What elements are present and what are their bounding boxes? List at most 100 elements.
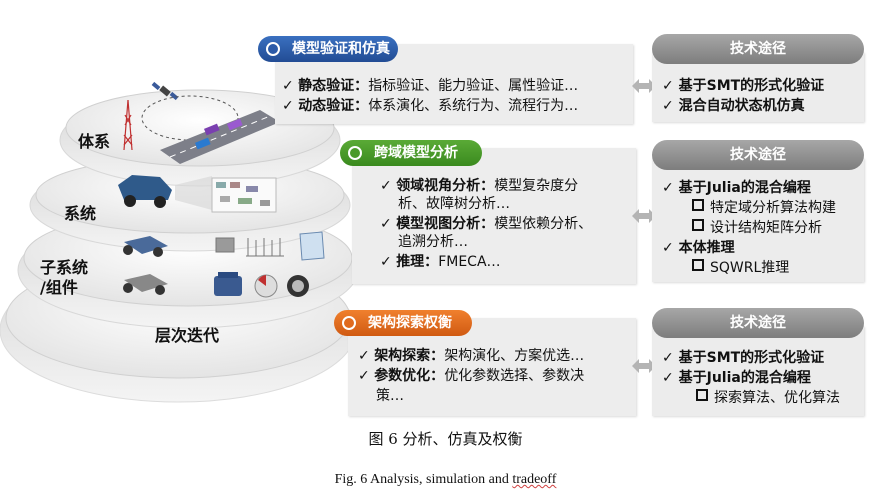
double-arrow-icon bbox=[632, 359, 656, 373]
tech-line: 设计结构矩阵分析 bbox=[692, 218, 822, 238]
square-bullet-icon bbox=[692, 259, 704, 271]
satellite-icon bbox=[151, 81, 179, 101]
line-bold: 模型视图分析： bbox=[396, 216, 495, 232]
section-panel-crossdomain bbox=[352, 148, 636, 284]
tech-panel-tradeoff bbox=[652, 326, 864, 416]
line-text: 优化参数选择、参数决 bbox=[444, 368, 585, 384]
section-line: ✓ 推理：FMECA… bbox=[380, 252, 501, 272]
check-icon: ✓ bbox=[380, 216, 392, 232]
figure-caption-en: Fig. 6 Analysis, simulation and tradeoff bbox=[0, 472, 891, 488]
tech-line-text: 基于Julia的混合编程 bbox=[678, 370, 811, 386]
line-text: 追溯分析… bbox=[398, 234, 468, 250]
parts-icon bbox=[215, 237, 284, 257]
door-icon bbox=[299, 231, 325, 261]
chassis-icon bbox=[123, 236, 168, 295]
check-icon: ✓ bbox=[662, 370, 674, 386]
section-title-text: 架构探索权衡 bbox=[368, 315, 452, 331]
check-icon: ✓ bbox=[662, 180, 674, 196]
tech-line: ✓ 混合自动状态机仿真 bbox=[662, 96, 805, 116]
line-bold: 参数优化： bbox=[374, 368, 445, 384]
square-bullet-icon bbox=[692, 199, 704, 211]
section-title-text: 模型验证和仿真 bbox=[292, 41, 390, 57]
section-line: ✓ 领域视角分析：模型复杂度分 bbox=[380, 176, 578, 196]
engine-icon bbox=[214, 272, 242, 296]
line-text: 体系演化、系统行为、流程行为… bbox=[368, 98, 579, 114]
tech-panel-crossdomain bbox=[652, 158, 864, 282]
tech-line: ✓ 本体推理 bbox=[662, 238, 735, 258]
tower-icon bbox=[123, 99, 133, 151]
tech-line: ✓ 基于Julia的混合编程 bbox=[662, 178, 811, 198]
section-dot-icon bbox=[266, 42, 280, 56]
section-dot-icon bbox=[342, 316, 356, 330]
tech-line: SQWRL推理 bbox=[692, 258, 789, 278]
check-icon: ✓ bbox=[662, 350, 674, 366]
level-label-subsystem: 子系统 /组件 bbox=[40, 258, 88, 298]
section-title-tradeoff: 架构探索权衡 bbox=[334, 310, 472, 336]
square-bullet-icon bbox=[696, 389, 708, 401]
line-text: 模型依赖分析、 bbox=[494, 216, 593, 232]
check-icon: ✓ bbox=[358, 368, 370, 384]
road-icon bbox=[160, 110, 280, 164]
line-bold: 动态验证： bbox=[298, 98, 369, 114]
line-text: 架构演化、方案优选… bbox=[444, 348, 585, 364]
check-icon: ✓ bbox=[282, 98, 294, 114]
tech-line-text: 设计结构矩阵分析 bbox=[710, 220, 822, 236]
level-label-subsystem-line2: /组件 bbox=[40, 278, 78, 297]
tech-line-text: 探索算法、优化算法 bbox=[714, 390, 840, 406]
section-line: ✓ 动态验证：体系演化、系统行为、流程行为… bbox=[282, 96, 578, 116]
hierarchy-pyramid bbox=[0, 81, 359, 403]
level-label-system: 系统 bbox=[64, 204, 97, 223]
level-label-sos: 体系 bbox=[78, 132, 111, 151]
tech-line-text: 混合自动状态机仿真 bbox=[678, 98, 805, 114]
line-bold: 静态验证： bbox=[298, 78, 369, 94]
section-line: ✓ 架构探索：架构演化、方案优选… bbox=[358, 346, 584, 366]
caption-en-last-word: tradeoff bbox=[512, 472, 557, 487]
wheel-icon bbox=[287, 275, 309, 297]
tech-line: ✓ 基于Julia的混合编程 bbox=[662, 368, 811, 388]
section-dot-icon bbox=[348, 146, 362, 160]
diagram-thumbnail-icon bbox=[211, 177, 277, 213]
tech-line: 探索算法、优化算法 bbox=[696, 388, 840, 408]
line-text: 模型复杂度分 bbox=[494, 178, 579, 194]
brake-disc-icon bbox=[254, 274, 278, 298]
car-icon bbox=[118, 175, 172, 208]
check-icon: ✓ bbox=[662, 240, 674, 256]
line-text: 析、故障树分析… bbox=[398, 196, 510, 212]
section-line: ✓ 静态验证：指标验证、能力验证、属性验证… bbox=[282, 76, 578, 96]
check-icon: ✓ bbox=[380, 254, 392, 270]
tech-head-tradeoff: 技术途径 bbox=[652, 308, 864, 338]
section-line: 策… bbox=[376, 386, 404, 406]
check-icon: ✓ bbox=[662, 78, 674, 94]
level-label-subsystem-line1: 子系统 bbox=[40, 258, 89, 277]
section-line: ✓ 参数优化：优化参数选择、参数决 bbox=[358, 366, 584, 386]
figure-caption-cn: 图 6 分析、仿真及权衡 bbox=[368, 430, 523, 448]
double-arrow-icon bbox=[632, 79, 656, 93]
line-bold: 领域视角分析： bbox=[396, 178, 495, 194]
check-icon: ✓ bbox=[358, 348, 370, 364]
section-line: 追溯分析… bbox=[398, 232, 468, 252]
caption-en-prefix: Fig. 6 Analysis, simulation and bbox=[334, 472, 513, 487]
tech-line: 特定域分析算法构建 bbox=[692, 198, 836, 218]
double-arrow-icon bbox=[632, 209, 656, 223]
line-text: FMECA… bbox=[438, 254, 501, 270]
tech-line-text: 本体推理 bbox=[678, 240, 735, 256]
check-icon: ✓ bbox=[380, 178, 392, 194]
section-title-verification: 模型验证和仿真 bbox=[258, 36, 398, 62]
section-line: ✓ 模型视图分析：模型依赖分析、 bbox=[380, 214, 592, 234]
tech-line-text: SQWRL推理 bbox=[710, 260, 790, 276]
check-icon: ✓ bbox=[662, 98, 674, 114]
tech-line: ✓ 基于SMT的形式化验证 bbox=[662, 76, 824, 96]
tech-head-crossdomain: 技术途径 bbox=[652, 140, 864, 170]
tech-line-text: 特定域分析算法构建 bbox=[710, 200, 836, 216]
level-label-iteration: 层次迭代 bbox=[155, 326, 220, 345]
line-text: 指标验证、能力验证、属性验证… bbox=[368, 78, 579, 94]
square-bullet-icon bbox=[692, 219, 704, 231]
check-icon: ✓ bbox=[282, 78, 294, 94]
section-line: 析、故障树分析… bbox=[398, 194, 510, 214]
line-bold: 推理： bbox=[396, 254, 439, 270]
tech-line-text: 基于SMT的形式化验证 bbox=[678, 78, 825, 94]
section-title-crossdomain: 跨域模型分析 bbox=[340, 140, 482, 166]
tech-line: ✓ 基于SMT的形式化验证 bbox=[662, 348, 824, 368]
tech-line-text: 基于Julia的混合编程 bbox=[678, 180, 811, 196]
line-text: 策… bbox=[376, 388, 404, 404]
